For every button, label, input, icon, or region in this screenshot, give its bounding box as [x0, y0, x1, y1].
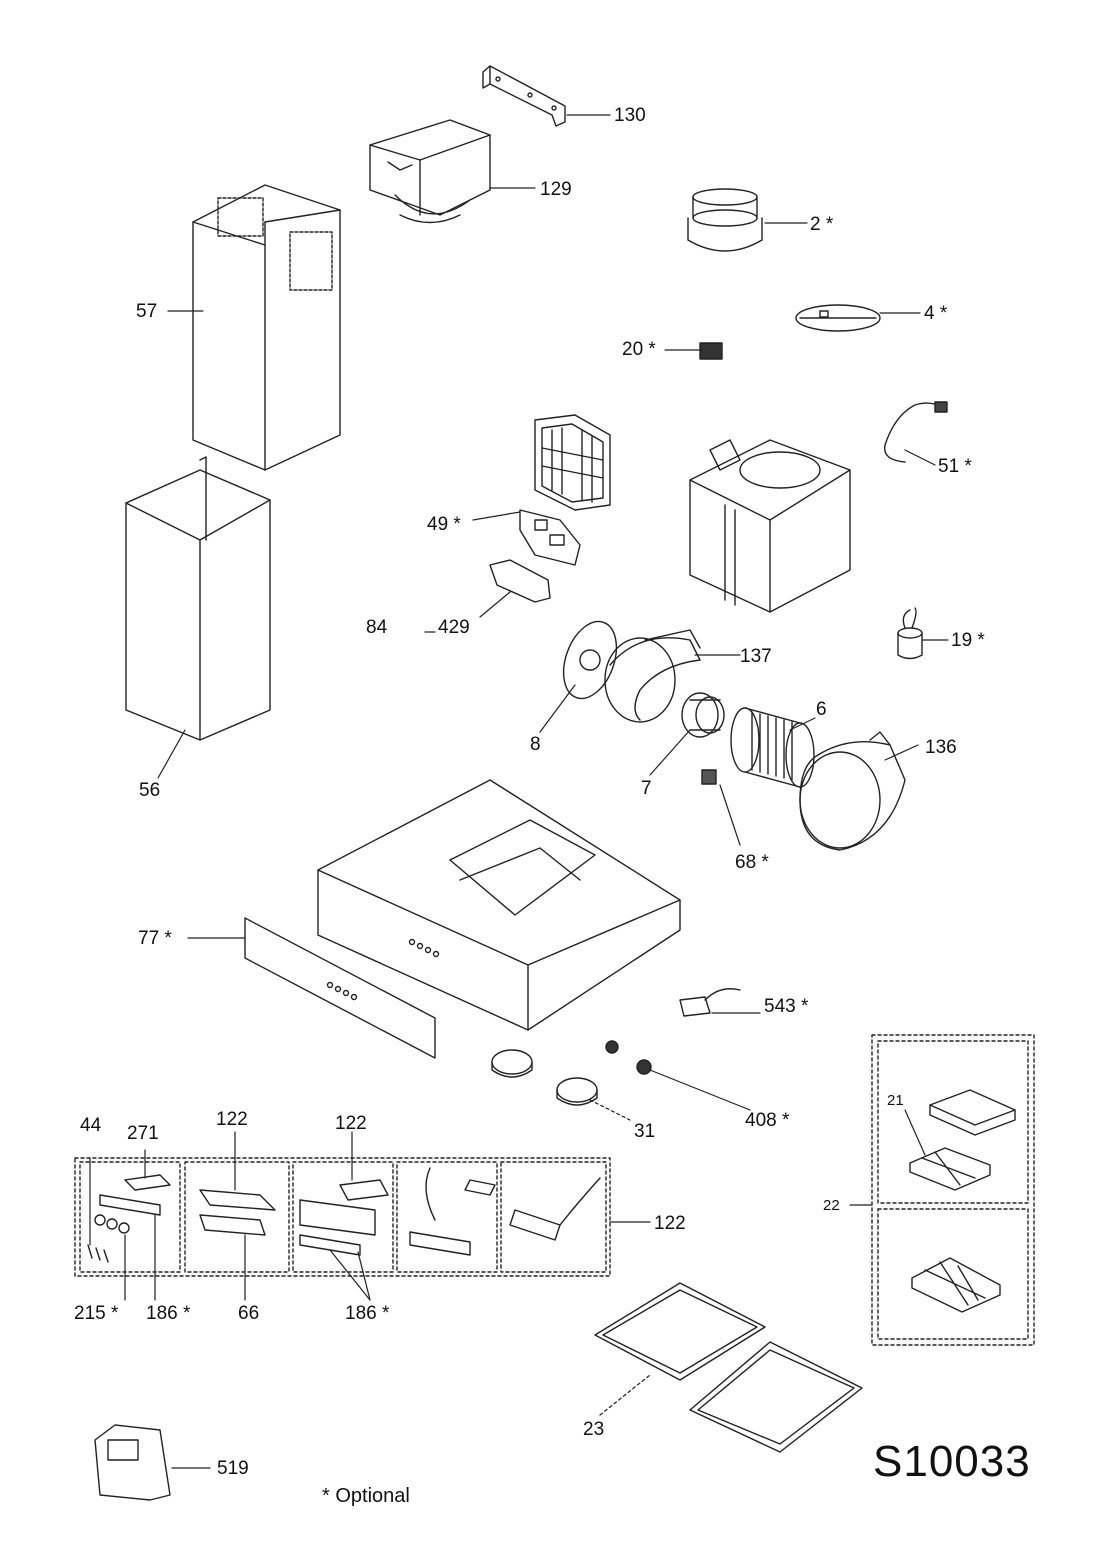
- part-light-bulb: [605, 1040, 652, 1075]
- part-trough: [489, 559, 551, 603]
- part-knob: [491, 1049, 533, 1078]
- part-label-8: 8: [530, 734, 541, 755]
- part-label-543: 543 *: [764, 996, 809, 1017]
- part-label-408: 408 *: [745, 1110, 790, 1131]
- part-control-kit-items: [87, 1167, 601, 1263]
- part-label-77: 77 *: [138, 928, 172, 949]
- part-front-panel: [244, 917, 436, 1059]
- part-label-130: 130: [614, 105, 646, 126]
- part-label-66: 66: [238, 1303, 260, 1324]
- part-label-44: 44: [80, 1115, 102, 1136]
- part-grease-filter: [594, 1282, 863, 1453]
- part-label-4: 4 *: [924, 303, 948, 324]
- part-label-49: 49 *: [427, 514, 461, 535]
- part-label-51: 51 *: [938, 456, 972, 477]
- part-control-board: [519, 509, 581, 566]
- part-label-519: 519: [217, 1458, 249, 1479]
- part-label-129: 129: [540, 179, 572, 200]
- part-blower-wheel: [730, 707, 815, 788]
- part-control-kits-box: [74, 1157, 611, 1277]
- leader-lines: [89, 114, 949, 1469]
- part-label-19: 19 *: [951, 630, 985, 651]
- part-label-22: 22: [823, 1197, 840, 1214]
- part-label-122-b: 122: [335, 1113, 367, 1134]
- part-label-20: 20 *: [622, 339, 656, 360]
- part-label-137: 137: [740, 646, 772, 667]
- part-label-7: 7: [641, 778, 652, 799]
- part-label-122-c: 122: [654, 1213, 686, 1234]
- part-label-57: 57: [136, 301, 158, 322]
- part-duct-collar: [687, 188, 763, 252]
- part-clip: [699, 342, 723, 360]
- part-motor: [681, 692, 725, 738]
- part-motor-housing: [689, 439, 851, 613]
- part-label-215: 215 *: [74, 1303, 119, 1324]
- document-code: S10033: [873, 1437, 1031, 1486]
- part-carbon-filter: [909, 1089, 1016, 1313]
- part-switch: [701, 769, 717, 785]
- part-fan-plate: [562, 620, 618, 700]
- part-label-271: 271: [127, 1123, 159, 1144]
- part-label-23: 23: [583, 1419, 605, 1440]
- part-capacitor: [897, 607, 923, 660]
- part-label-6: 6: [816, 699, 827, 720]
- part-hood-body: [317, 779, 681, 1031]
- part-label-136: 136: [925, 737, 957, 758]
- part-label-2: 2 *: [810, 214, 834, 235]
- part-label-31: 31: [634, 1121, 656, 1142]
- part-label-21: 21: [887, 1092, 904, 1109]
- part-backdraft-plate: [795, 304, 881, 332]
- part-lower-chimney: [125, 456, 271, 741]
- optional-footnote: * Optional: [322, 1485, 410, 1507]
- part-filter-frame: [534, 414, 611, 511]
- part-fan-housing-rear: [799, 731, 906, 851]
- part-power-cord: [883, 401, 948, 463]
- part-wall-bracket: [482, 65, 566, 127]
- part-knob: [556, 1077, 598, 1106]
- part-label-122-a: 122: [216, 1109, 248, 1130]
- part-label-186-b: 186 *: [345, 1303, 390, 1324]
- part-carbon-filter-box: [871, 1034, 1035, 1346]
- part-label-56: 56: [139, 780, 161, 801]
- part-label-186-a: 186 *: [146, 1303, 191, 1324]
- part-hardware-bag: [94, 1424, 171, 1501]
- part-wiring-harness: [679, 988, 741, 1017]
- part-upper-chimney: [192, 184, 341, 471]
- part-exhaust-diverter: [369, 119, 491, 224]
- part-label-429: 429: [438, 617, 470, 638]
- part-label-84: 84: [366, 617, 388, 638]
- part-label-68: 68 *: [735, 852, 769, 873]
- part-fan-housing-front: [604, 629, 701, 723]
